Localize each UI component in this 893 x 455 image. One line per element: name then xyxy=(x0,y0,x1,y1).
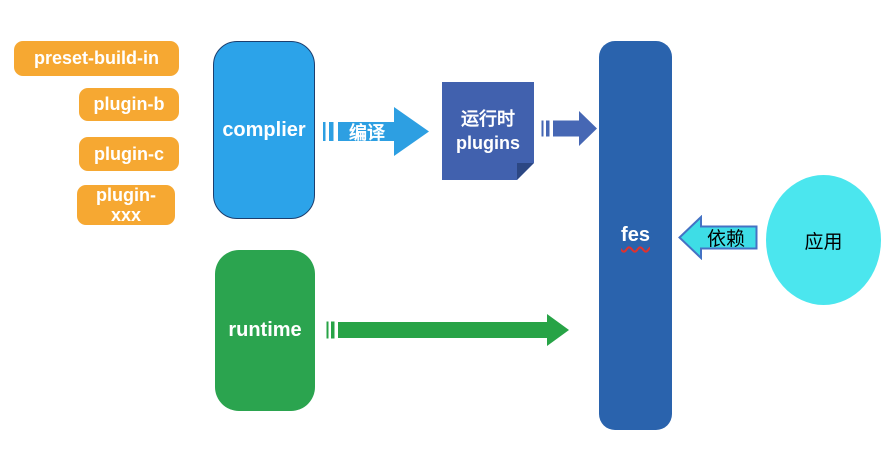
badge-plugin-b: plugin-b xyxy=(79,88,179,121)
badge-plugin-c: plugin-c xyxy=(79,137,179,171)
badge-plugin-xxx: plugin-xxx xyxy=(77,185,175,225)
depend-arrow-label: 依赖 xyxy=(706,229,745,250)
fes-label: fes xyxy=(621,224,650,246)
folded-corner xyxy=(517,163,534,180)
runtime-plugins-label-line2: plugins xyxy=(456,133,520,153)
complier-label: complier xyxy=(222,118,306,141)
badge-preset-build-in: preset-build-in xyxy=(14,41,179,76)
plugins-to-fes-arrow-icon xyxy=(541,111,597,146)
app-label: 应用 xyxy=(804,231,843,253)
runtime-to-fes-arrow-icon xyxy=(326,314,569,346)
depend-arrow-icon xyxy=(678,215,758,260)
node-app: 应用 xyxy=(766,175,881,305)
compile-arrow-icon xyxy=(323,107,429,156)
node-complier: complier xyxy=(213,41,315,219)
runtime-label: runtime xyxy=(228,319,302,341)
compile-arrow-label: 编译 xyxy=(349,122,385,143)
node-fes: fes xyxy=(599,41,672,430)
node-runtime: runtime xyxy=(215,250,315,411)
runtime-plugins-label-line1: 运行时 xyxy=(461,108,515,129)
node-runtime-plugins: 运行时 plugins xyxy=(442,82,534,180)
